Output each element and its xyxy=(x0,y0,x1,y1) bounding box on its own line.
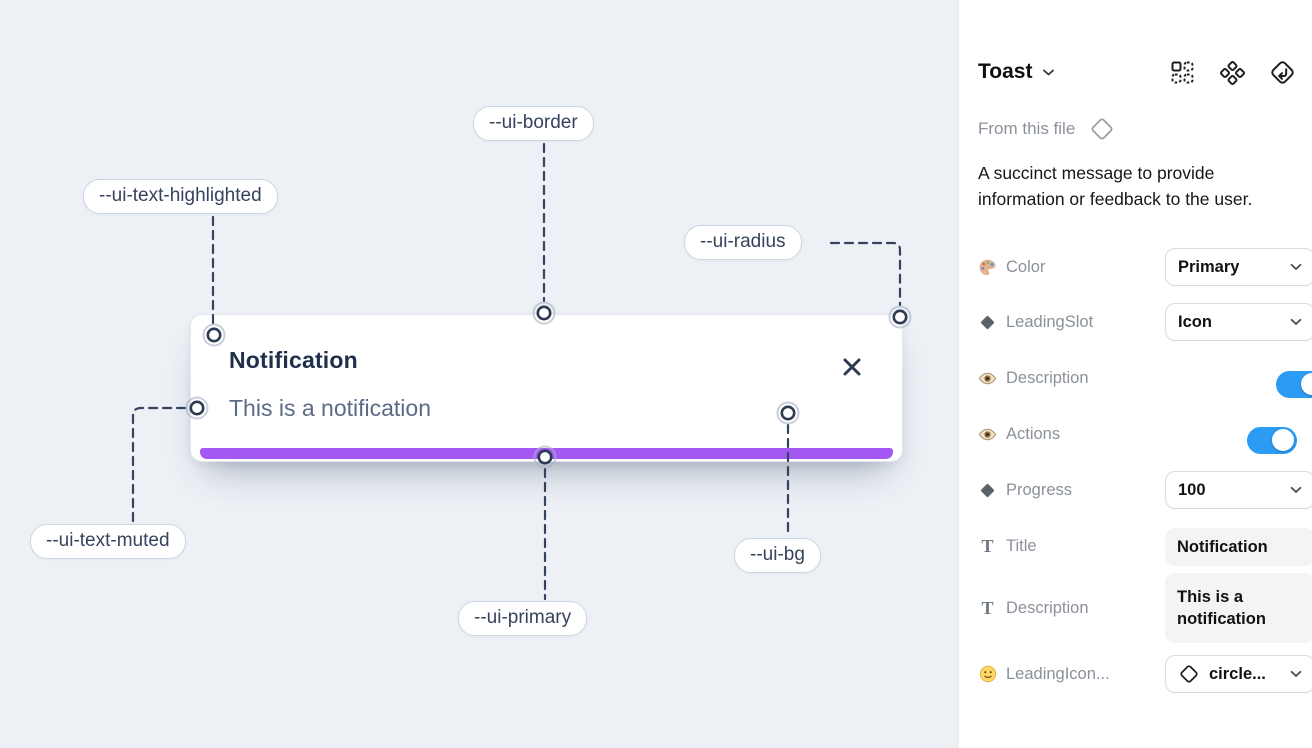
prop-label-text: LeadingSlot xyxy=(1006,312,1094,331)
header-icon-group xyxy=(1170,60,1295,85)
prop-label-text: Title xyxy=(1006,536,1037,555)
chevron-down-icon xyxy=(1290,670,1302,678)
prop-row-actions-toggle: Actions xyxy=(978,415,1298,454)
chevron-down-icon[interactable] xyxy=(1042,68,1055,77)
toast-description: This is a notification xyxy=(229,395,431,421)
prop-label-text: LeadingIcon... xyxy=(1006,664,1110,683)
diamond-outline-icon xyxy=(1178,663,1200,685)
close-icon xyxy=(840,358,864,383)
prop-row-description-text: T Description This is a notification xyxy=(978,573,1312,643)
diamond-return-icon[interactable] xyxy=(1270,60,1295,85)
progress-dropdown[interactable]: 100 xyxy=(1165,471,1312,509)
prop-row-progress: Progress 100 xyxy=(978,471,1312,509)
prop-row-title: T Title Notification xyxy=(978,527,1312,567)
prop-label-text: Actions xyxy=(1006,424,1061,443)
prop-label-leadingslot: LeadingSlot xyxy=(978,313,1093,332)
prop-label-leadingicon: LeadingIcon... xyxy=(978,665,1110,684)
eye-icon xyxy=(978,369,997,388)
connector-radius xyxy=(829,241,902,307)
prop-label-text: Description xyxy=(1006,368,1089,387)
prop-label-progress: Progress xyxy=(978,481,1072,500)
prop-row-description-toggle: Description xyxy=(978,359,1312,398)
prop-label-color: Color xyxy=(978,258,1045,277)
description-input[interactable]: This is a notification xyxy=(1165,573,1312,643)
text-icon: T xyxy=(981,597,994,618)
chevron-down-icon xyxy=(1290,263,1302,271)
prop-row-leadingslot: LeadingSlot Icon xyxy=(978,303,1312,341)
diamond-icon xyxy=(978,481,997,500)
connector-text-muted xyxy=(131,406,187,523)
prop-label-description-text: T Description xyxy=(978,597,1089,618)
color-dropdown-value: Primary xyxy=(1178,257,1240,276)
panel-header: Toast xyxy=(978,56,1295,88)
var-label-ui-bg[interactable]: --ui-bg xyxy=(734,538,821,573)
title-input[interactable]: Notification xyxy=(1165,528,1312,567)
toast-title: Notification xyxy=(229,347,358,373)
source-label: From this file xyxy=(978,119,1076,138)
prop-label-title: T Title xyxy=(978,535,1037,556)
source-row: From this file xyxy=(978,114,1117,144)
toast-progress-bar xyxy=(200,448,893,459)
progress-dropdown-value: 100 xyxy=(1178,480,1206,499)
component-description: A succinct message to provide informatio… xyxy=(978,163,1253,210)
smiley-icon xyxy=(978,665,997,684)
toast-close-button[interactable] xyxy=(840,355,864,379)
text-icon: T xyxy=(981,535,994,556)
prop-label-text: Color xyxy=(1006,257,1046,276)
toggle-knob xyxy=(1300,373,1312,395)
prop-row-leadingicon: LeadingIcon... circle... xyxy=(978,655,1312,693)
properties-panel: Toast xyxy=(958,0,1312,748)
toggle-knob xyxy=(1272,429,1295,451)
chevron-down-icon xyxy=(1290,318,1302,326)
design-canvas: Notification This is a notification xyxy=(0,0,958,748)
var-label-ui-text-highlighted[interactable]: --ui-text-highlighted xyxy=(83,179,278,214)
diamond-outline-icon xyxy=(1087,114,1117,144)
toast-component-preview[interactable]: Notification This is a notification xyxy=(190,314,903,462)
diamond-icon xyxy=(978,313,997,332)
prop-label-description: Description xyxy=(978,369,1089,388)
component-diamonds-icon[interactable] xyxy=(1220,60,1245,85)
var-label-ui-text-muted[interactable]: --ui-text-muted xyxy=(30,524,186,559)
prop-label-actions: Actions xyxy=(978,425,1060,444)
var-label-ui-primary[interactable]: --ui-primary xyxy=(458,601,588,636)
leadingicon-dropdown-value: circle... xyxy=(1209,664,1266,683)
leadingicon-dropdown[interactable]: circle... xyxy=(1165,655,1312,693)
var-label-ui-radius[interactable]: --ui-radius xyxy=(684,225,802,260)
color-dropdown[interactable]: Primary xyxy=(1165,248,1312,286)
chevron-down-icon xyxy=(1290,486,1302,494)
leadingslot-dropdown[interactable]: Icon xyxy=(1165,303,1312,341)
prop-row-color: Color Primary xyxy=(978,248,1312,286)
prop-label-text: Progress xyxy=(1006,480,1073,499)
var-label-ui-border[interactable]: --ui-border xyxy=(473,106,594,141)
instance-grid-icon[interactable] xyxy=(1170,60,1195,85)
prop-label-text: Description xyxy=(1006,598,1089,617)
palette-icon xyxy=(978,258,997,277)
eye-icon xyxy=(978,425,997,444)
leadingslot-dropdown-value: Icon xyxy=(1178,312,1212,331)
actions-toggle[interactable] xyxy=(1247,426,1298,454)
description-toggle[interactable] xyxy=(1275,370,1312,398)
component-title: Toast xyxy=(978,60,1033,83)
